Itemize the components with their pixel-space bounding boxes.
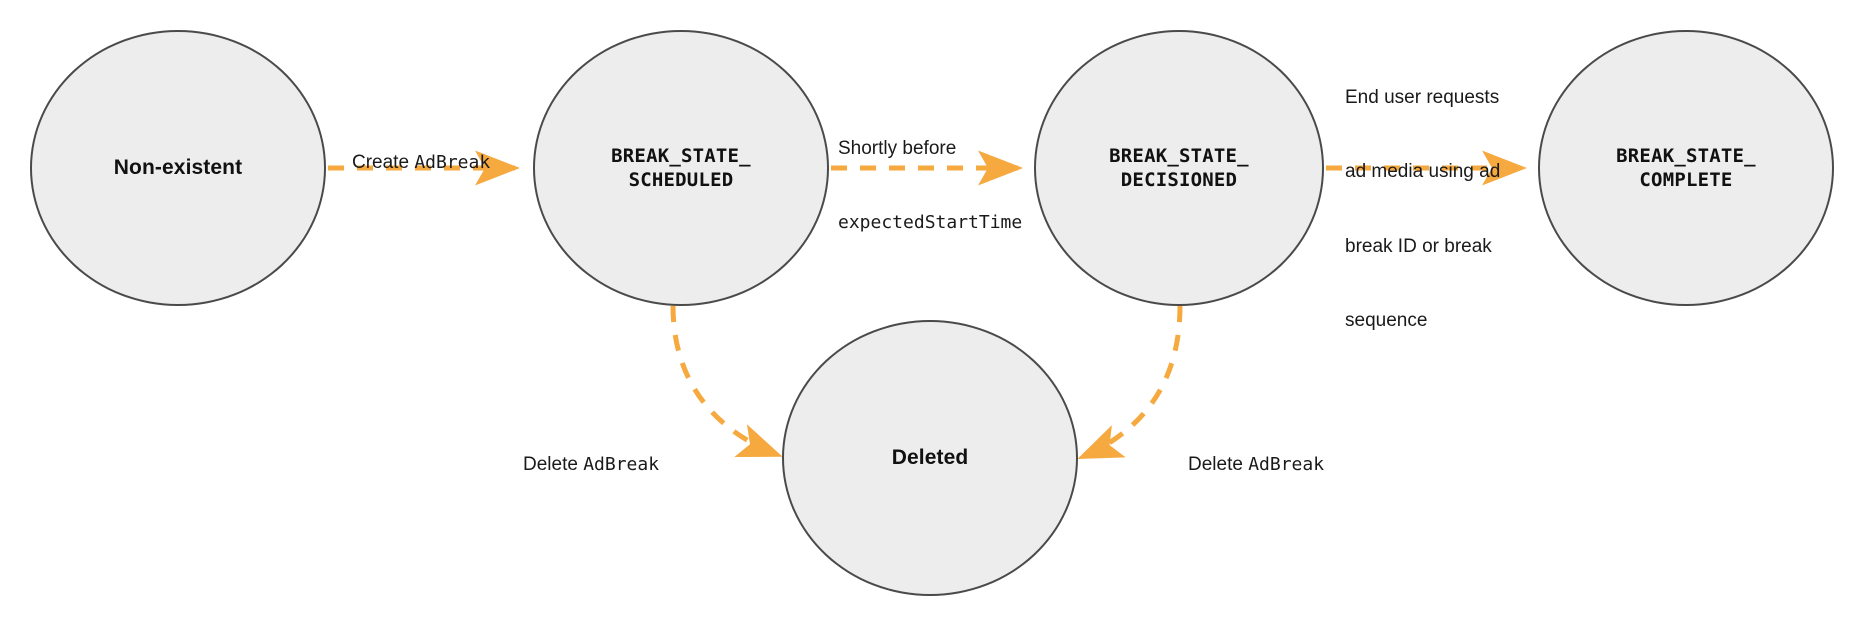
edge-label-shortly-before-expected-start-time: Shortly before expectedStartTime xyxy=(838,88,1022,286)
edge-label-segment: expectedStartTime xyxy=(838,212,1023,234)
edge-label-segment: Delete xyxy=(523,454,584,476)
state-node-label: BREAK_STATE_ DECISIONED xyxy=(1109,144,1249,191)
state-node-break-state-decisioned[interactable]: BREAK_STATE_ DECISIONED xyxy=(1034,30,1324,306)
state-node-label: Deleted xyxy=(891,445,969,469)
edge-label-segment: Create xyxy=(352,152,415,174)
state-node-label: BREAK_STATE_ SCHEDULED xyxy=(611,144,751,191)
edge-delete-adbreak-from-decisioned xyxy=(1077,305,1183,460)
edge-label-segment: Delete xyxy=(1188,454,1249,476)
edge-label-segment: AdBreak xyxy=(1248,454,1325,476)
edge-label-delete-adbreak-from-scheduled: Delete AdBreak xyxy=(523,404,659,527)
edge-label-segment: End user requests xyxy=(1345,87,1500,109)
edge-label-segment: AdBreak xyxy=(583,454,660,476)
edge-label-segment: AdBreak xyxy=(414,152,491,174)
state-node-non-existent[interactable]: Non-existent xyxy=(30,30,326,306)
edge-label-end-user-requests-ad-media: End user requests ad media using ad brea… xyxy=(1345,37,1500,383)
edge-label-delete-adbreak-from-decisioned: Delete AdBreak xyxy=(1188,404,1324,527)
edge-label-segment: Shortly before xyxy=(838,138,957,160)
edge-label-segment: sequence xyxy=(1345,309,1428,331)
edge-label-segment: ad media using ad xyxy=(1345,161,1501,183)
state-node-break-state-complete[interactable]: BREAK_STATE_ COMPLETE xyxy=(1538,30,1834,306)
state-node-break-state-scheduled[interactable]: BREAK_STATE_ SCHEDULED xyxy=(533,30,829,306)
state-node-label: Non-existent xyxy=(113,155,243,179)
state-node-label: BREAK_STATE_ COMPLETE xyxy=(1616,144,1756,191)
edge-label-segment: break ID or break xyxy=(1345,235,1492,257)
state-node-deleted[interactable]: Deleted xyxy=(782,320,1078,596)
edge-delete-adbreak-from-scheduled xyxy=(670,305,783,458)
edge-label-create-adbreak: Create AdBreak xyxy=(352,102,490,225)
